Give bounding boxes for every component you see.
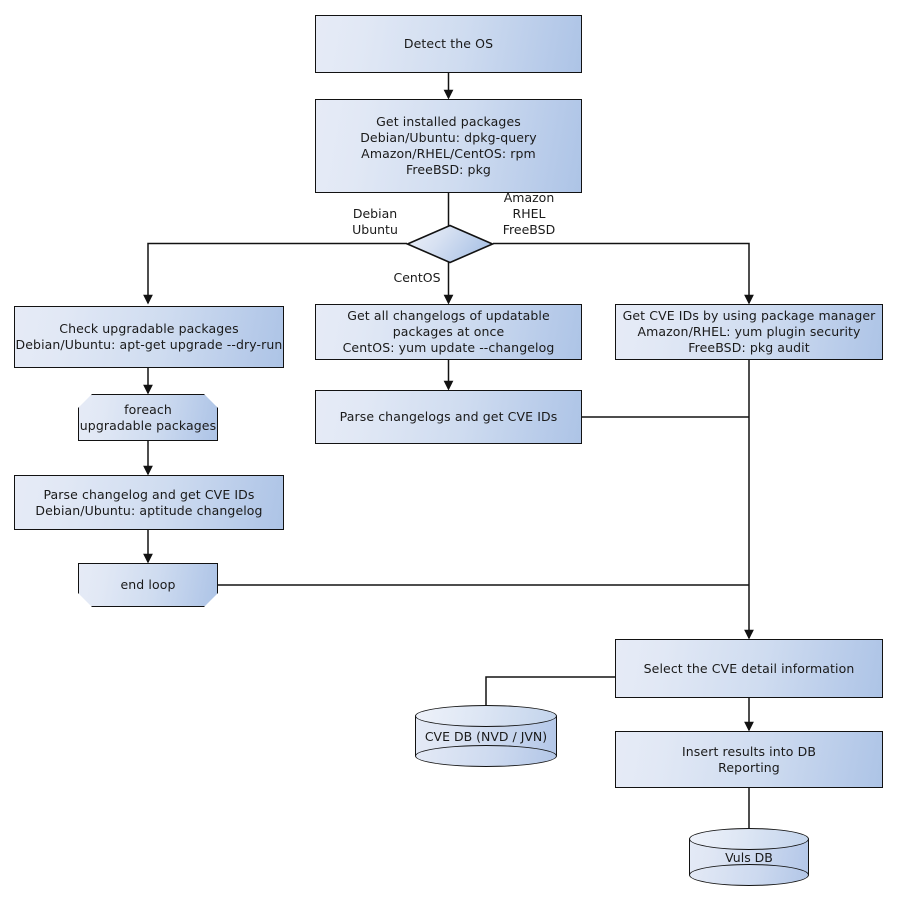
edge-label-amazon-rhel-freebsd: Amazon RHEL FreeBSD — [502, 190, 556, 237]
node-os-decision[interactable] — [405, 224, 495, 264]
node-label: Select the CVE detail information — [643, 660, 855, 676]
edge-decision-left — [143, 242, 407, 305]
node-label: Insert results into DB Reporting — [682, 743, 816, 775]
node-vuls-database[interactable]: Vuls DB — [689, 828, 809, 886]
node-label: end loop — [120, 577, 176, 592]
node-insert-results-into-db[interactable]: Insert results into DB Reporting — [615, 731, 883, 788]
node-select-cve-detail[interactable]: Select the CVE detail information — [615, 639, 883, 698]
edge-label-debian-ubuntu: Debian Ubuntu — [352, 206, 398, 237]
node-label: Parse changelogs and get CVE IDs — [339, 409, 558, 424]
node-parse-changelogs-multi[interactable]: Parse changelogs and get CVE IDs — [315, 390, 582, 444]
node-check-upgradable-packages[interactable]: Check upgradable packages Debian/Ubuntu:… — [14, 306, 284, 368]
node-parse-changelog-single[interactable]: Parse changelog and get CVE IDs Debian/U… — [14, 475, 284, 530]
node-cve-database[interactable]: CVE DB (NVD / JVN) — [415, 705, 557, 767]
edge-label-centos: CentOS — [393, 270, 441, 285]
node-label: Get all changelogs of updatable packages… — [342, 308, 555, 355]
node-label: Check upgradable packages Debian/Ubuntu:… — [15, 321, 283, 352]
cylinder-top — [415, 705, 557, 727]
node-end-loop[interactable]: end loop — [78, 563, 218, 607]
cylinder-bottom — [689, 864, 809, 886]
node-get-installed-packages[interactable]: Get installed packages Debian/Ubuntu: dp… — [315, 99, 582, 193]
node-detect-the-os[interactable]: Detect the OS — [315, 15, 582, 73]
cylinder-top — [689, 828, 809, 850]
edge-decision-right — [493, 242, 754, 305]
node-label: Get CVE IDs by using package manager Ama… — [622, 308, 876, 355]
node-label: Get installed packages Debian/Ubuntu: dp… — [360, 114, 537, 177]
node-get-cve-ids-package-manager[interactable]: Get CVE IDs by using package manager Ama… — [615, 304, 883, 360]
node-label: Vuls DB — [725, 849, 773, 865]
node-label: CVE DB (NVD / JVN) — [424, 728, 548, 744]
edge-select-to-cvedb — [485, 676, 615, 706]
decision-diamond-icon — [405, 224, 495, 264]
node-label: Parse changelog and get CVE IDs Debian/U… — [35, 486, 263, 518]
node-label: Detect the OS — [403, 36, 494, 51]
node-foreach-loop-start[interactable]: foreach upgradable packages — [78, 394, 218, 441]
cylinder-bottom — [415, 745, 557, 767]
node-get-all-changelogs[interactable]: Get all changelogs of updatable packages… — [315, 304, 582, 360]
node-label: foreach upgradable packages — [79, 401, 217, 433]
